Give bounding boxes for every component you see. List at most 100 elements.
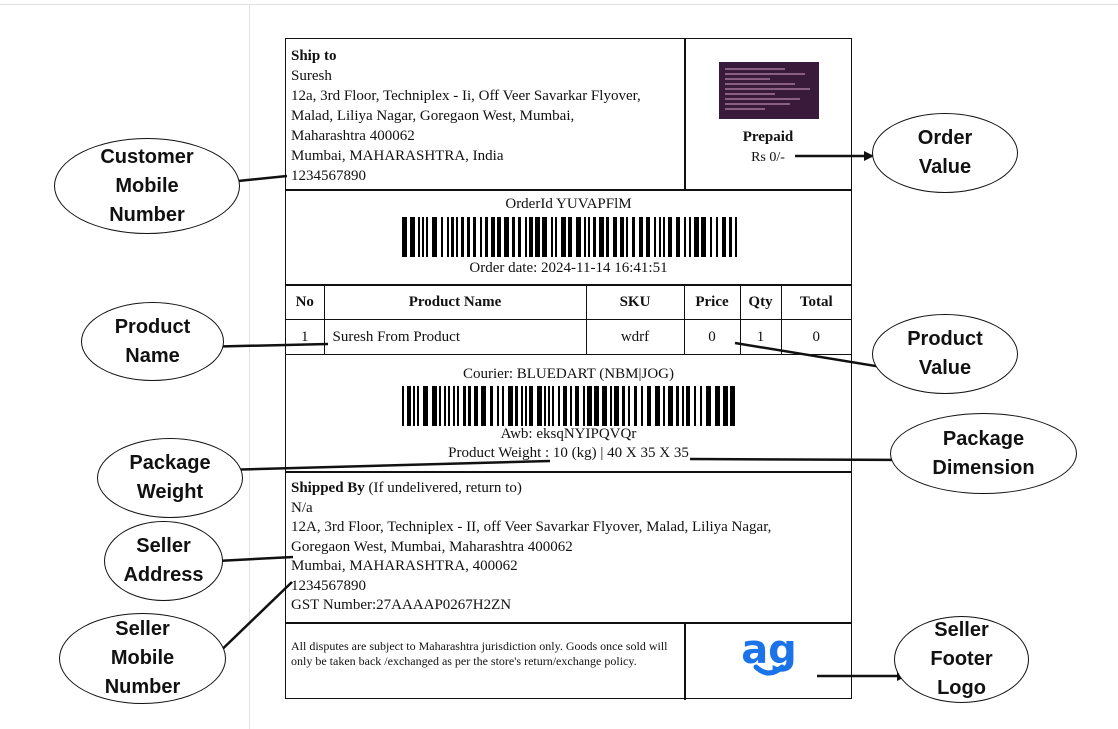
seller-name: N/a — [291, 499, 313, 516]
barcode-bar — [602, 386, 607, 426]
barcode-bar — [432, 217, 437, 257]
barcode-bar — [457, 386, 459, 426]
barcode-bar — [715, 386, 720, 426]
barcode-bar — [710, 217, 712, 257]
barcode-bar — [655, 386, 660, 426]
barcode-bar — [456, 217, 458, 257]
barcode-bar — [544, 386, 546, 426]
barcode-bar — [410, 217, 415, 257]
callout-package-dimension: Package Dimension — [890, 413, 1077, 494]
barcode-bar — [620, 217, 624, 257]
barcode-bar — [700, 386, 702, 426]
barcode-bar — [463, 386, 466, 426]
barcode-bar — [497, 217, 501, 257]
awb-number: Awb: eksqNYIPQVQr — [500, 426, 637, 442]
barcode-bar — [729, 217, 732, 257]
barcode-bar — [668, 386, 673, 426]
barcode-bar — [676, 217, 680, 257]
shipped-by-section: Shipped By (If undelivered, return to) N… — [286, 472, 851, 622]
barcode-bar — [722, 217, 726, 257]
barcode-bar — [555, 217, 557, 257]
customer-address-line3: Maharashtra 400062 — [291, 128, 415, 144]
barcode-bar — [474, 386, 478, 426]
shipped-by-heading: Shipped By — [291, 480, 365, 496]
barcode-bar — [447, 217, 449, 257]
customer-address-line2: Malad, Liliya Nagar, Goregaon West, Mumb… — [291, 108, 575, 124]
barcode-bar — [668, 217, 672, 257]
barcode-bar — [634, 386, 637, 426]
header-sku: SKU — [585, 285, 685, 320]
courier-name: Courier: BLUEDART (NBM|JOG) — [463, 366, 674, 382]
shipping-label: Ship to Suresh 12a, 3rd Floor, Techniple… — [285, 38, 852, 700]
barcode-bar — [723, 386, 728, 426]
barcode-bar — [451, 217, 454, 257]
left-divider — [249, 4, 250, 729]
barcode-bar — [587, 386, 592, 426]
header-no: No — [286, 285, 325, 320]
barcode-bar — [568, 217, 572, 257]
barcode-bar — [525, 217, 527, 257]
product-name: Suresh From Product — [323, 319, 587, 355]
courier-section: Courier: BLUEDART (NBM|JOG) Awb: eksqNYI… — [286, 359, 851, 471]
barcode-bar — [659, 217, 661, 257]
seller-logo: ag — [741, 629, 797, 676]
payment-mode: Prepaid — [742, 129, 794, 145]
barcode-bar — [552, 386, 554, 426]
barcode-bar — [551, 217, 553, 257]
barcode-bar — [593, 217, 596, 257]
product-price: 0 — [683, 319, 741, 355]
logo-smile-icon — [753, 664, 785, 676]
barcode-bar — [610, 386, 612, 426]
barcode-bar — [497, 386, 499, 426]
order-date: Order date: 2024-11-14 16:41:51 — [469, 260, 668, 276]
barcode-bar — [453, 386, 455, 426]
customer-address-line1: 12a, 3rd Floor, Techniplex - Ii, Off Vee… — [291, 88, 641, 104]
seller-gst: GST Number:27AAAAP0267H2ZN — [291, 597, 512, 613]
barcode-bar — [663, 217, 665, 257]
table-header-row: No Product Name SKU Price Qty Total — [286, 285, 851, 320]
order-barcode — [402, 217, 737, 257]
disclaimer-text: All disputes are subject to Maharashtra … — [291, 639, 668, 668]
barcode-bar — [418, 217, 420, 257]
awb-barcode — [402, 386, 735, 426]
customer-city-state: Mumbai, MAHARASHTRA, India — [291, 148, 504, 164]
top-divider — [0, 4, 1118, 5]
barcode-bar — [504, 217, 509, 257]
seller-logo-text: ag — [741, 629, 797, 673]
header-price: Price — [683, 285, 741, 320]
seller-address-line1: 12A, 3rd Floor, Techniplex - II, off Vee… — [291, 519, 772, 535]
callout-customer-mobile: Customer Mobile Number — [54, 138, 240, 234]
barcode-bar — [521, 386, 523, 426]
barcode-bar — [639, 217, 643, 257]
table-row: 1 Suresh From Product wdrf 0 1 0 — [286, 319, 851, 355]
ship-to-heading: Ship to — [291, 48, 337, 64]
barcode-bar — [444, 386, 446, 426]
barcode-bar — [576, 217, 581, 257]
callout-order-value: Order Value — [872, 113, 1018, 193]
barcode-bar — [432, 386, 437, 426]
barcode-bar — [558, 386, 560, 426]
barcode-bar — [461, 217, 464, 257]
customer-phone: 1234567890 — [291, 168, 366, 184]
header-total: Total — [780, 285, 851, 320]
barcode-bar — [490, 386, 493, 426]
barcode-bar — [402, 386, 404, 426]
barcode-bar — [502, 386, 504, 426]
barcode-bar — [468, 386, 471, 426]
callout-package-weight: Package Weight — [97, 438, 243, 518]
customer-name: Suresh — [291, 68, 332, 84]
seller-address-line2: Goregaon West, Mumbai, Maharashtra 40006… — [291, 538, 573, 555]
barcode-bar — [561, 217, 566, 257]
barcode-bar — [570, 386, 572, 426]
header-product-name: Product Name — [323, 285, 587, 320]
barcode-bar — [485, 217, 488, 257]
order-section: OrderId YUVAPFlM Order date: 2024-11-14 … — [286, 189, 851, 284]
product-total: 0 — [780, 319, 851, 355]
store-thumbnail-image — [719, 62, 819, 119]
barcode-bar — [563, 386, 567, 426]
barcode-bar — [508, 386, 513, 426]
barcode-bar — [417, 386, 419, 426]
barcode-bar — [583, 386, 585, 426]
barcode-bar — [491, 217, 495, 257]
barcode-bar — [694, 386, 696, 426]
